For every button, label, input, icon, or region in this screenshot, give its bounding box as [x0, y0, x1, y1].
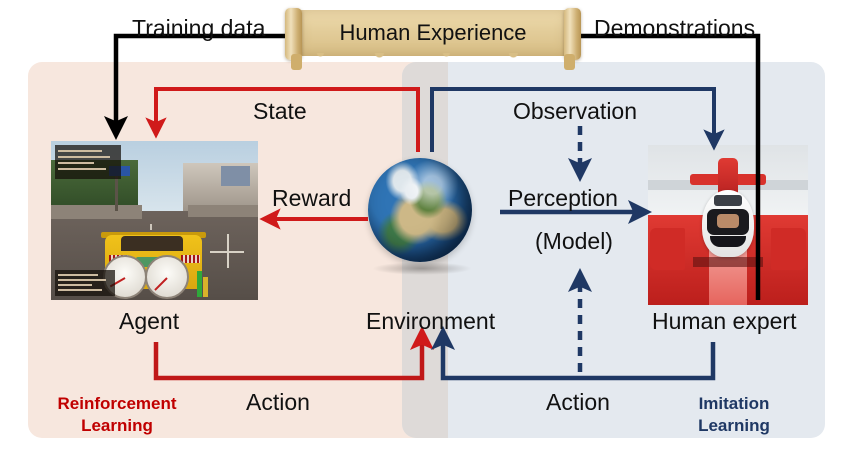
human-expert-photo: [648, 145, 808, 305]
scroll-curl-right: [564, 54, 575, 70]
label-perception: Perception: [508, 185, 618, 211]
agent-game-screenshot: [51, 141, 258, 300]
reinforcement-learning-tag: Reinforcement Learning: [42, 393, 192, 437]
label-training-data: Training data: [132, 15, 266, 41]
scroll-roll-right: [564, 8, 581, 60]
rl-tag-line1: Reinforcement: [57, 394, 177, 413]
rl-tag-line2: Learning: [81, 416, 153, 435]
il-tag-line2: Learning: [698, 416, 770, 435]
human-experience-scroll-banner: Human Experience: [285, 8, 581, 70]
scroll-parchment: [299, 10, 567, 59]
il-tag-line1: Imitation: [698, 394, 770, 413]
earth-globe-image: [368, 158, 472, 262]
label-human-expert: Human expert: [652, 308, 797, 334]
label-action-left: Action: [246, 389, 310, 415]
scroll-curl-left: [291, 54, 302, 70]
label-demonstrations: Demonstrations: [594, 15, 756, 41]
label-perception-model: (Model): [535, 228, 613, 254]
label-reward: Reward: [272, 185, 352, 211]
imitation-learning-tag: Imitation Learning: [672, 393, 796, 437]
label-action-right: Action: [546, 389, 610, 415]
globe-shadow: [372, 262, 472, 275]
label-environment: Environment: [366, 308, 496, 334]
label-state: State: [253, 98, 307, 124]
scroll-roll-left: [285, 8, 302, 60]
label-observation: Observation: [513, 98, 638, 124]
scroll-banner-label: Human Experience: [339, 20, 527, 45]
label-agent: Agent: [119, 308, 180, 334]
